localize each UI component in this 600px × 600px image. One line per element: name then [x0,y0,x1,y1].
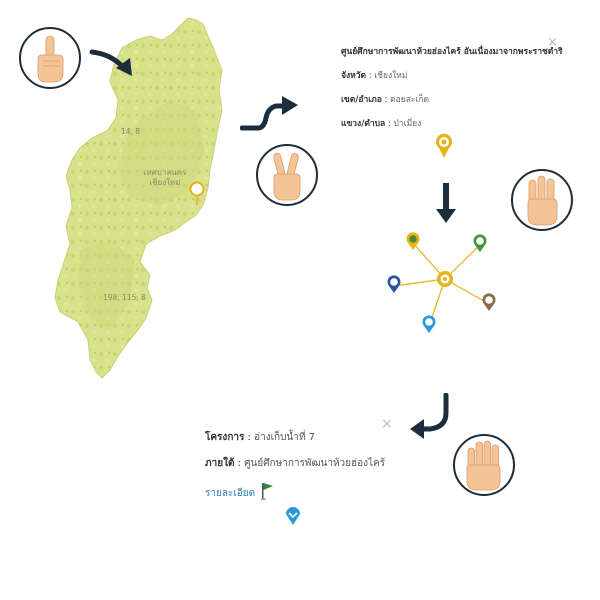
popup2: โครงการ : อ่างเก็บน้ำที่ 7 ภายใต้ : ศูนย… [205,430,405,512]
map-pin-icon[interactable] [387,275,401,293]
popup2-details-row: รายละเอียด [205,482,405,501]
hand-one-finger-circle [19,27,81,89]
popup2-project-value: อ่างเก็บน้ำที่ 7 [254,432,316,443]
hand-three-fingers-circle [511,169,573,231]
city-label-line1: เทศบาลนคร [143,168,187,177]
curved-arrow-icon [410,393,449,439]
hand-one-finger-icon [37,35,64,83]
separator: : [366,71,375,81]
popup1-subdistrict-row: แขวง/ตำบล : ป่าเมี่ยง [341,116,561,130]
city-label: เทศบาลนคร เชียงใหม่ [140,168,190,188]
separator: : [234,458,245,469]
popup1-district-row: เขต/อำเภอ : ดอยสะเก็ด [341,92,561,106]
map-pin-icon[interactable] [433,131,455,159]
curved-arrow-icon [89,49,132,76]
details-link[interactable]: รายละเอียด [205,488,256,499]
down-arrow-icon [436,183,456,223]
pin-cluster [387,232,496,333]
popup1: ศูนย์ศึกษาการพัฒนาห้วยฮ่องไคร้ อันเนื่อง… [341,44,563,140]
map-pin-icon[interactable] [422,315,436,333]
popup1-district-value: ดอยสะเก็ด [390,95,430,105]
map-pin-icon[interactable] [473,234,487,252]
popup2-under-value: ศูนย์ศึกษาการพัฒนาห้วยฮ่องไคร้ [244,458,386,469]
popup2-project-row: โครงการ : อ่างเก็บน้ำที่ 7 [205,430,405,445]
map-pin-icon[interactable] [437,271,453,287]
popup1-province-label: จังหวัด [341,71,367,81]
separator: : [381,95,391,105]
popup2-close-icon[interactable]: × [381,416,393,432]
hand-two-fingers-icon [273,152,301,201]
popup1-subdistrict-label: แขวง/ตำบล [341,119,386,129]
hand-four-fingers-icon [466,440,501,491]
map-label-north: 14, 8 [121,127,141,136]
hand-two-fingers-circle [256,144,318,206]
separator: : [385,119,394,129]
popup2-under-label: ภายใต้ [205,458,235,469]
popup1-province-row: จังหวัด : เชียงใหม่ [341,68,561,82]
popup1-subdistrict-value: ป่าเมี่ยง [393,119,422,129]
map-shading [78,240,135,330]
hand-three-fingers-icon [527,175,558,226]
curved-arrow-icon [240,96,298,131]
map-pin-icon[interactable] [482,293,496,311]
map-shading [118,100,205,205]
popup2-under-row: ภายใต้ : ศูนย์ศึกษาการพัฒนาห้วยฮ่องไคร้ [205,456,405,471]
popup1-province-value: เชียงใหม่ [374,71,408,81]
map-pin-icon[interactable] [189,181,205,206]
popup2-project-label: โครงการ [205,432,245,443]
hand-four-fingers-circle [453,434,515,496]
city-label-line2: เชียงใหม่ [149,178,181,187]
popup1-close-icon[interactable]: × [547,35,558,50]
map-pin-icon[interactable] [406,232,420,250]
popup1-district-label: เขต/อำเภอ [341,95,382,105]
map-label-south: 198, 115, 8 [103,293,146,302]
flag-icon [260,483,274,500]
map-pin-icon[interactable] [284,506,302,526]
separator: : [244,432,255,443]
popup1-title: ศูนย์ศึกษาการพัฒนาห้วยฮ่องไคร้ อันเนื่อง… [341,47,563,57]
